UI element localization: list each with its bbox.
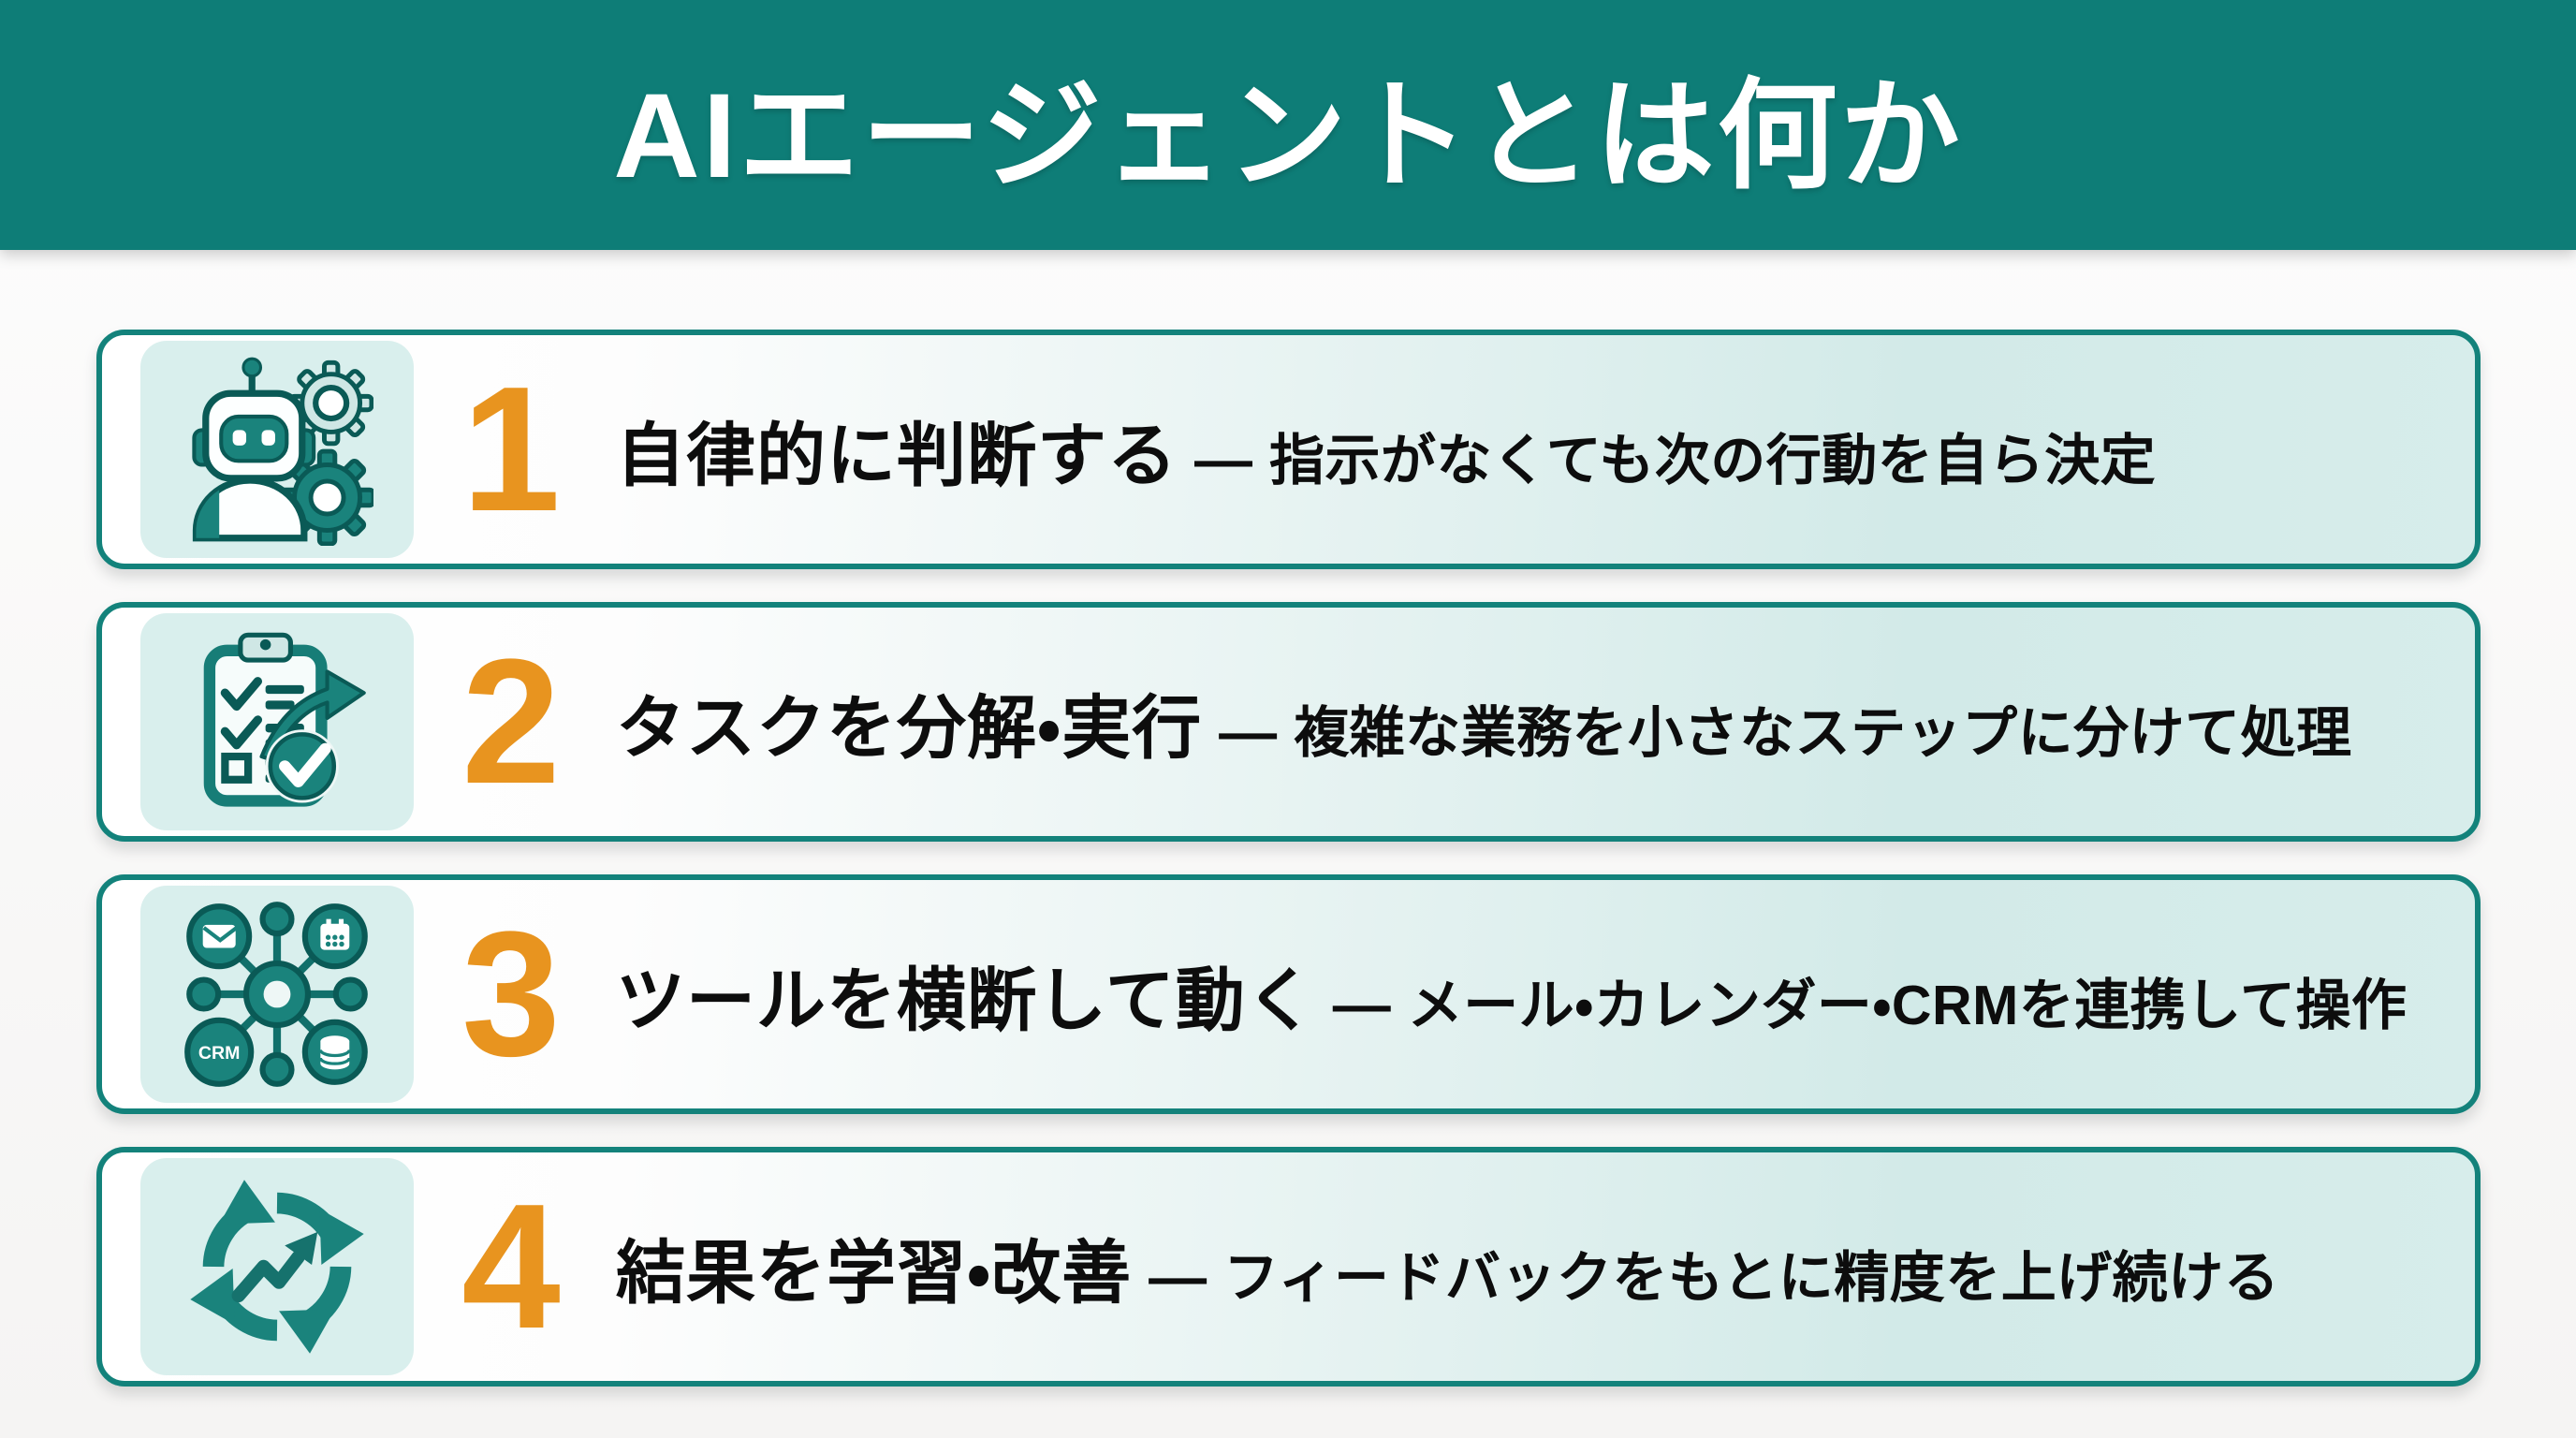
dash-separator: — <box>1219 699 1278 765</box>
feature-description: フィードバックをもとに精度を上げ続ける <box>1223 1246 2280 1309</box>
icon-box-4 <box>140 1158 414 1375</box>
feature-card-2: 2 タスクを分解・実行 — 複雑な業務を小さなステップに分けて処理 <box>96 602 2481 842</box>
header-banner: AIエージェントとは何か <box>0 0 2576 250</box>
mail-icon <box>186 903 253 970</box>
feature-text: タスクを分解・実行 — 複雑な業務を小さなステップに分けて処理 <box>616 672 2352 772</box>
learning-cycle-icon <box>181 1170 373 1363</box>
dash-separator: — <box>1149 1244 1208 1310</box>
step-number: 2 <box>461 623 561 821</box>
feature-description: 複雑な業務を小さなステップに分けて処理 <box>1294 701 2352 764</box>
feature-title: タスクを分解・実行 <box>616 688 1203 767</box>
clipboard-checklist-icon <box>203 632 366 807</box>
page-title: AIエージェントとは何か <box>613 69 1963 203</box>
step-number: 4 <box>461 1167 561 1366</box>
icon-box-1 <box>140 341 414 558</box>
feature-card-3: CRM 3 ツールを横断して動く — メール・カレンダー・CRMを連携して操作 <box>96 874 2481 1114</box>
feature-text: 結果を学習・改善 — フィードバックをもとに精度を上げ続ける <box>616 1217 2279 1317</box>
step-number: 3 <box>461 895 561 1093</box>
calendar-icon <box>301 903 368 970</box>
feature-title: ツールを横断して動く <box>616 961 1316 1039</box>
feature-title: 結果を学習・改善 <box>616 1233 1133 1312</box>
icon-box-2 <box>140 613 414 830</box>
feature-card-list: 1 自律的に判断する — 指示がなくても次の行動を自ら決定 <box>0 250 2576 1387</box>
feature-text: ツールを横断して動く — メール・カレンダー・CRMを連携して操作 <box>616 945 2408 1045</box>
database-icon <box>301 1019 368 1085</box>
crm-node: CRM <box>184 1017 255 1087</box>
feature-text: 自律的に判断する — 指示がなくても次の行動を自ら決定 <box>616 400 2156 500</box>
feature-card-1: 1 自律的に判断する — 指示がなくても次の行動を自ら決定 <box>96 330 2481 569</box>
crm-label: CRM <box>198 1043 241 1064</box>
feature-card-4: 4 結果を学習・改善 — フィードバックをもとに精度を上げ続ける <box>96 1147 2481 1387</box>
icon-box-3: CRM <box>140 886 414 1103</box>
feature-title: 自律的に判断する <box>616 416 1178 494</box>
dash-separator: — <box>1332 972 1391 1037</box>
dash-separator: — <box>1194 427 1252 492</box>
robot-gears-icon <box>192 357 373 546</box>
feature-description: メール・カレンダー・CRMを連携して操作 <box>1407 974 2408 1036</box>
tool-network-icon: CRM <box>184 902 368 1087</box>
feature-description: 指示がなくても次の行動を自ら決定 <box>1269 429 2157 492</box>
trend-arrow <box>231 1231 318 1303</box>
step-number: 1 <box>461 350 561 549</box>
